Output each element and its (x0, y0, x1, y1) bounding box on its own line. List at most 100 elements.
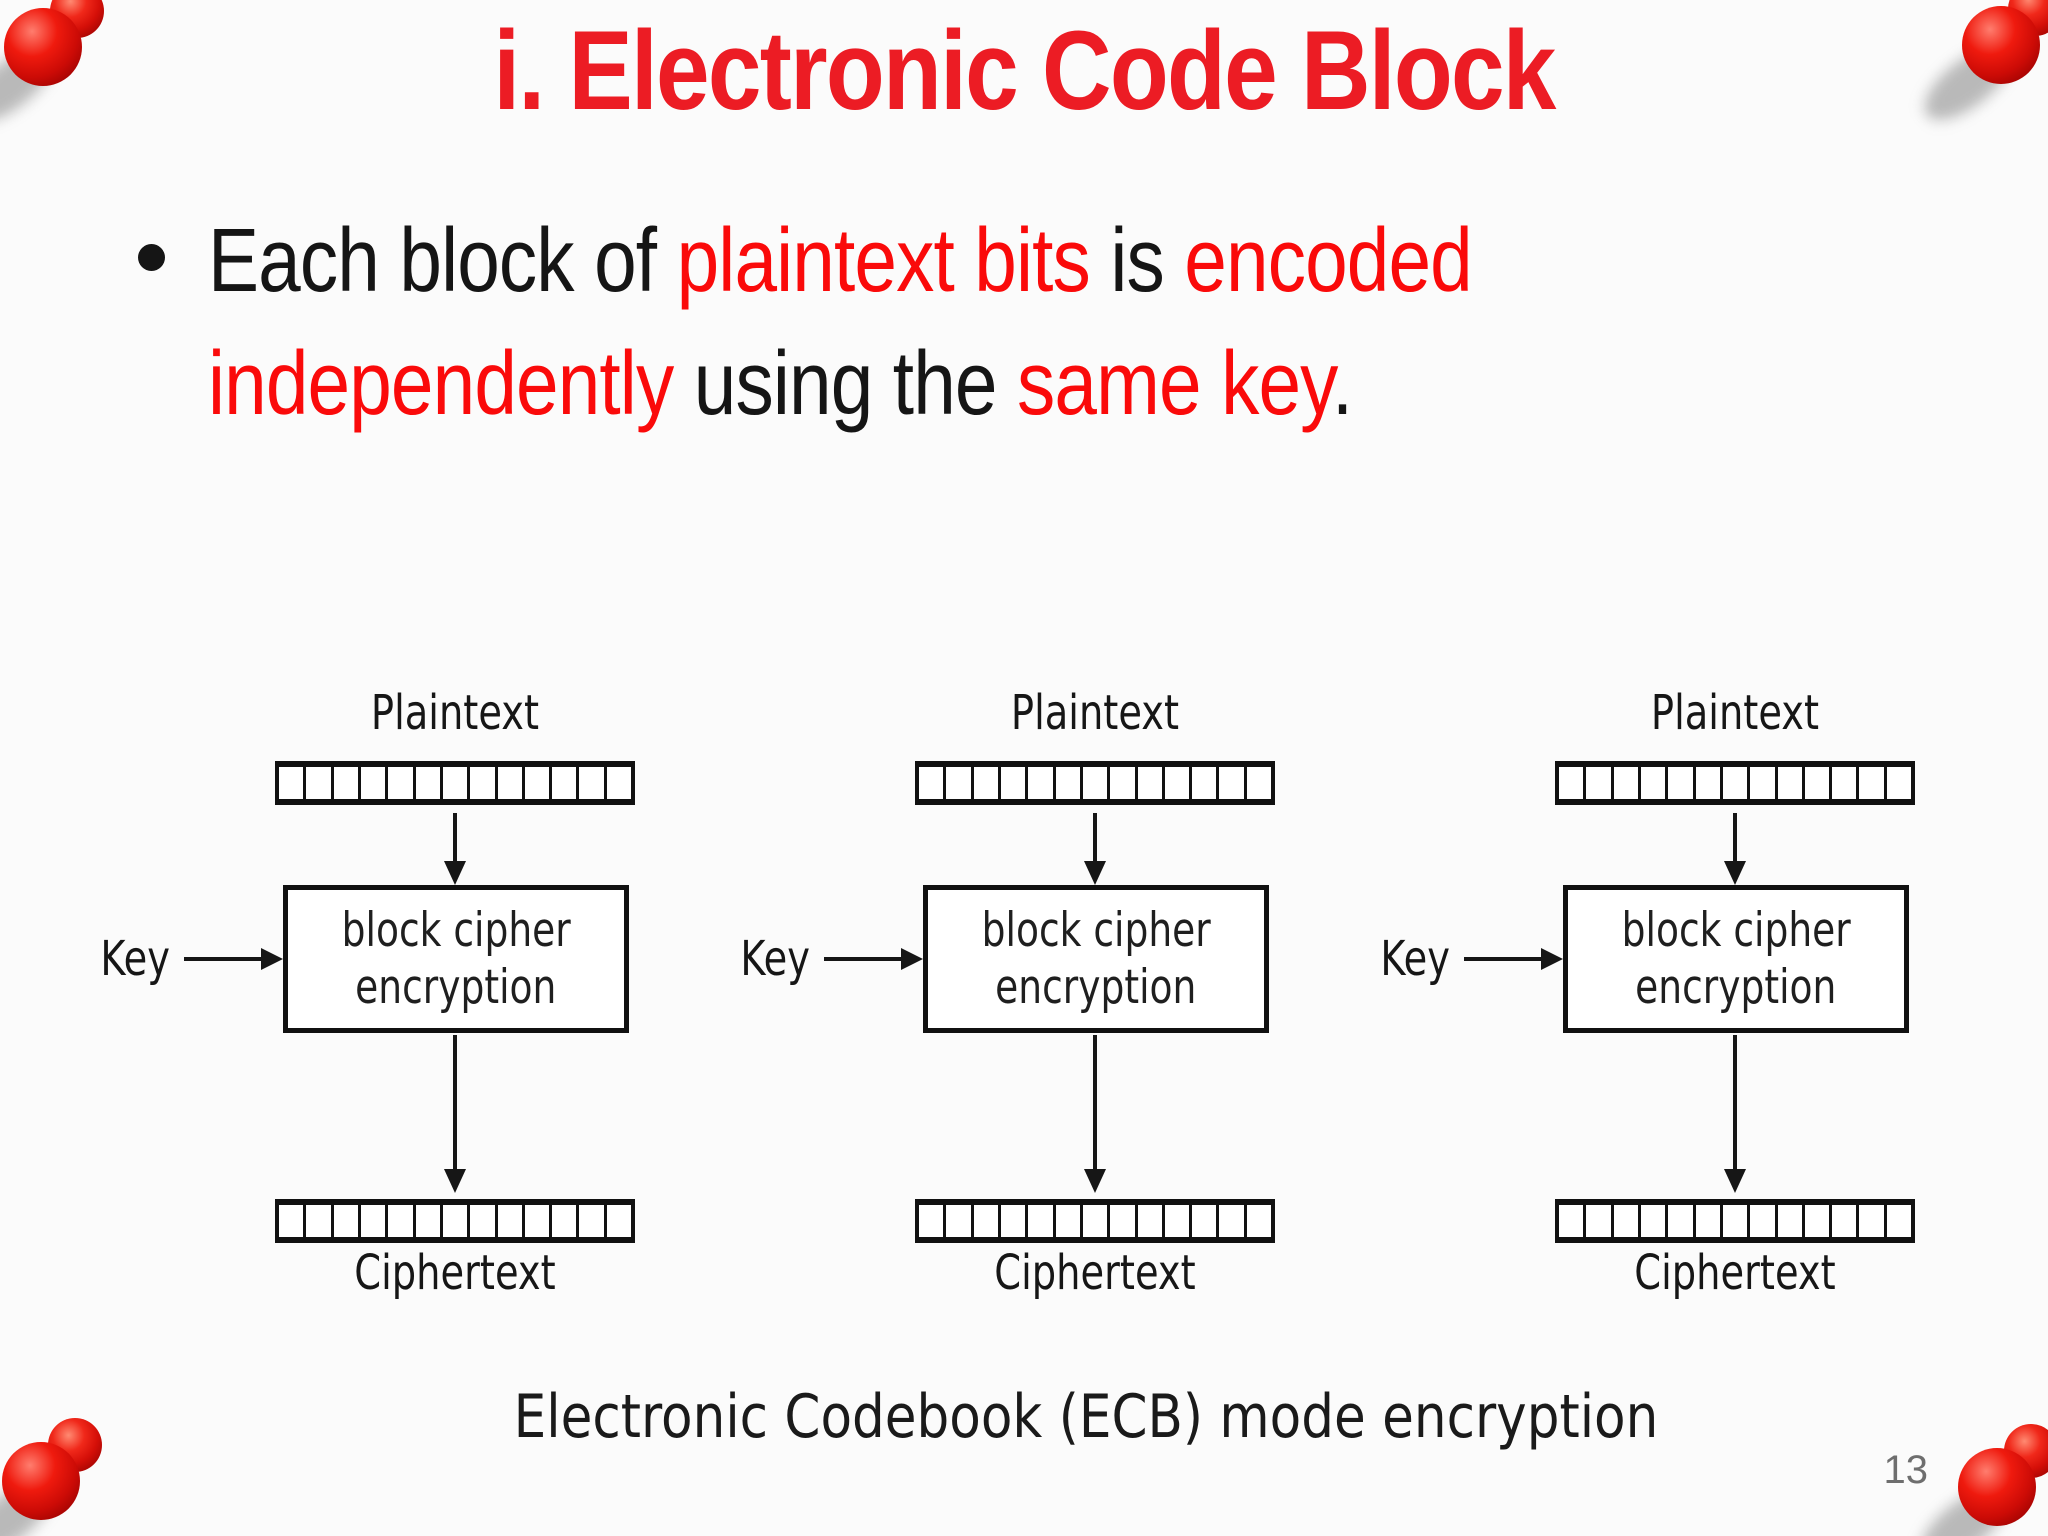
bit-cell (1887, 1205, 1911, 1237)
bullet-paragraph: Each block of plaintext bits is encoded … (130, 200, 1980, 446)
arrow-head (1084, 861, 1106, 885)
arrow-shaft (184, 957, 261, 961)
bit-cell (552, 1205, 580, 1237)
block-cipher-box-label: block cipher (981, 903, 1211, 958)
arrow-down-icon (444, 1035, 466, 1193)
text-segment: independently (208, 334, 694, 434)
bit-cell (1138, 1205, 1165, 1237)
bit-cell (1859, 767, 1887, 799)
bit-cell (1056, 1205, 1083, 1237)
plaintext-label: Plaintext (1010, 685, 1180, 741)
bit-cell (1001, 767, 1029, 799)
key-label: Key (740, 931, 811, 987)
arrow-shaft (1093, 1035, 1097, 1169)
bit-cell (1586, 767, 1614, 799)
ciphertext-label: Ciphertext (354, 1245, 556, 1301)
bit-cell (1028, 1205, 1056, 1237)
bit-cell (607, 1205, 631, 1237)
block-cipher-box: block cipher encryption (923, 885, 1269, 1033)
bit-cell (416, 767, 443, 799)
arrow-head (261, 948, 283, 970)
bullet-marker (138, 244, 165, 271)
bit-cell (1559, 767, 1587, 799)
bit-cell (1192, 767, 1220, 799)
key-input: Key (723, 931, 923, 987)
bit-cell (1219, 767, 1247, 799)
text-segment: Each block of (208, 211, 677, 311)
ciphertext-bit-block (275, 1199, 635, 1243)
bit-cell (470, 1205, 498, 1237)
arrow-down-icon (1724, 813, 1746, 885)
key-input: Key (1363, 931, 1563, 987)
arrow-right-icon (184, 948, 283, 970)
arrow-shaft (453, 1035, 457, 1169)
bit-cell (361, 767, 389, 799)
bit-cell (1805, 767, 1833, 799)
arrow-down-icon (1724, 1035, 1746, 1193)
text-segment: is (1110, 211, 1185, 311)
bit-cell (1219, 1205, 1247, 1237)
ciphertext-label: Ciphertext (994, 1245, 1196, 1301)
bit-cell (1165, 1205, 1193, 1237)
arrow-head (444, 1169, 466, 1193)
bit-cell (1723, 767, 1751, 799)
plaintext-label: Plaintext (370, 685, 540, 741)
arrow-head (1084, 1169, 1106, 1193)
bit-cell (579, 767, 607, 799)
pushpin-icon (1908, 1424, 2048, 1536)
pushpin-icon (0, 0, 110, 136)
encryption-unit: Plaintext block cipher encryption Key Ci… (100, 685, 775, 1317)
figure-caption: Electronic Codebook (ECB) mode encryptio… (513, 1382, 1659, 1452)
bit-cell (974, 1205, 1001, 1237)
bit-cell (1778, 767, 1805, 799)
block-cipher-box-label: encryption (355, 960, 557, 1015)
bit-cell (525, 1205, 553, 1237)
pushpin-icon (0, 1418, 108, 1536)
block-cipher-box: block cipher encryption (1563, 885, 1909, 1033)
bit-cell (1614, 767, 1641, 799)
bit-cell (361, 1205, 389, 1237)
encryption-unit: Plaintext block cipher encryption Key Ci… (1380, 685, 2048, 1317)
ciphertext-label: Ciphertext (1634, 1245, 1836, 1301)
arrow-down-icon (1084, 1035, 1106, 1193)
bit-cell (1586, 1205, 1614, 1237)
pin-head-big (4, 8, 82, 86)
bit-cell (1832, 767, 1860, 799)
bit-cell (306, 1205, 334, 1237)
block-cipher-box-label: block cipher (341, 903, 571, 958)
bullet-line-1: Each block of plaintext bits is encoded (208, 200, 1714, 323)
bit-cell (1001, 1205, 1029, 1237)
arrow-shaft (1464, 957, 1541, 961)
arrow-shaft (1093, 813, 1097, 861)
arrow-down-icon (1084, 813, 1106, 885)
key-label: Key (1380, 931, 1451, 987)
block-cipher-box-label: block cipher (1621, 903, 1851, 958)
arrow-head (1541, 948, 1563, 970)
bit-cell (1247, 767, 1271, 799)
ciphertext-bit-block (1555, 1199, 1915, 1243)
bit-cell (1559, 1205, 1587, 1237)
bit-cell (306, 767, 334, 799)
bit-cell (1887, 767, 1911, 799)
bit-cell (1696, 1205, 1723, 1237)
bit-cell (1083, 1205, 1111, 1237)
bit-cell (1859, 1205, 1887, 1237)
bit-cell (498, 1205, 525, 1237)
bit-cell (607, 767, 631, 799)
page-number: 13 (1883, 1448, 1929, 1492)
pin-head-big (1962, 6, 2040, 84)
bit-cell (1028, 767, 1056, 799)
pin-head-big (1958, 1448, 2036, 1526)
pin-head-big (2, 1442, 80, 1520)
bit-cell (1641, 1205, 1669, 1237)
bit-cell (1614, 1205, 1641, 1237)
bit-cell (919, 1205, 947, 1237)
bit-cell (443, 767, 471, 799)
bit-cell (1750, 767, 1778, 799)
bit-cell (1832, 1205, 1860, 1237)
bit-cell (1668, 1205, 1696, 1237)
plaintext-bit-block (275, 761, 635, 805)
bit-cell (1750, 1205, 1778, 1237)
text-segment: same key (1017, 334, 1333, 434)
